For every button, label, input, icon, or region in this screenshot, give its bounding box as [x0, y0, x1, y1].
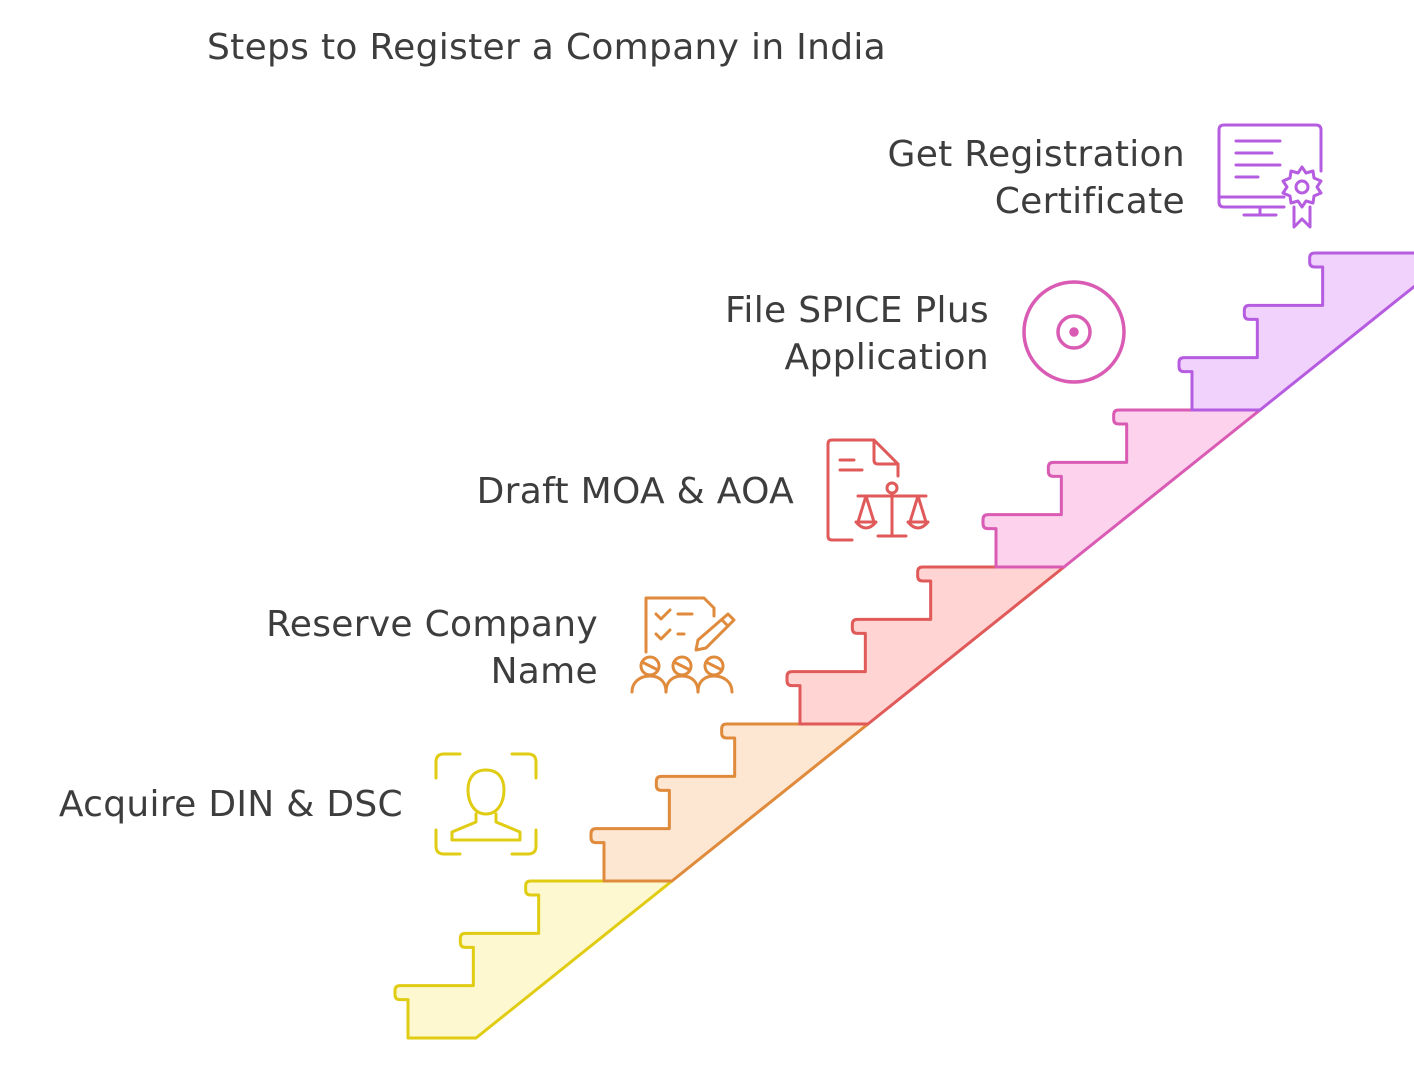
checklist-team-icon [630, 596, 736, 694]
step-label-3: Draft MOA & AOA [476, 471, 794, 512]
stair-segment-1 [393, 879, 674, 1040]
stair-segment-4 [981, 408, 1262, 569]
step-label-5: Get Registration Certificate [887, 134, 1185, 222]
step-label-2: Reserve Company Name [266, 604, 598, 692]
stair-segment-5 [1177, 251, 1414, 412]
stair-segment-2 [589, 722, 870, 883]
diagram-title: Steps to Register a Company in India [207, 27, 887, 68]
certificate-icon [1217, 123, 1323, 229]
legal-document-icon [826, 438, 930, 542]
disc-icon [1022, 280, 1126, 384]
step-label-1: Acquire DIN & DSC [58, 784, 403, 825]
step-label-4: File SPICE Plus Application [725, 290, 989, 378]
stair-segment-3 [785, 565, 1066, 726]
user-scan-icon [434, 752, 538, 856]
